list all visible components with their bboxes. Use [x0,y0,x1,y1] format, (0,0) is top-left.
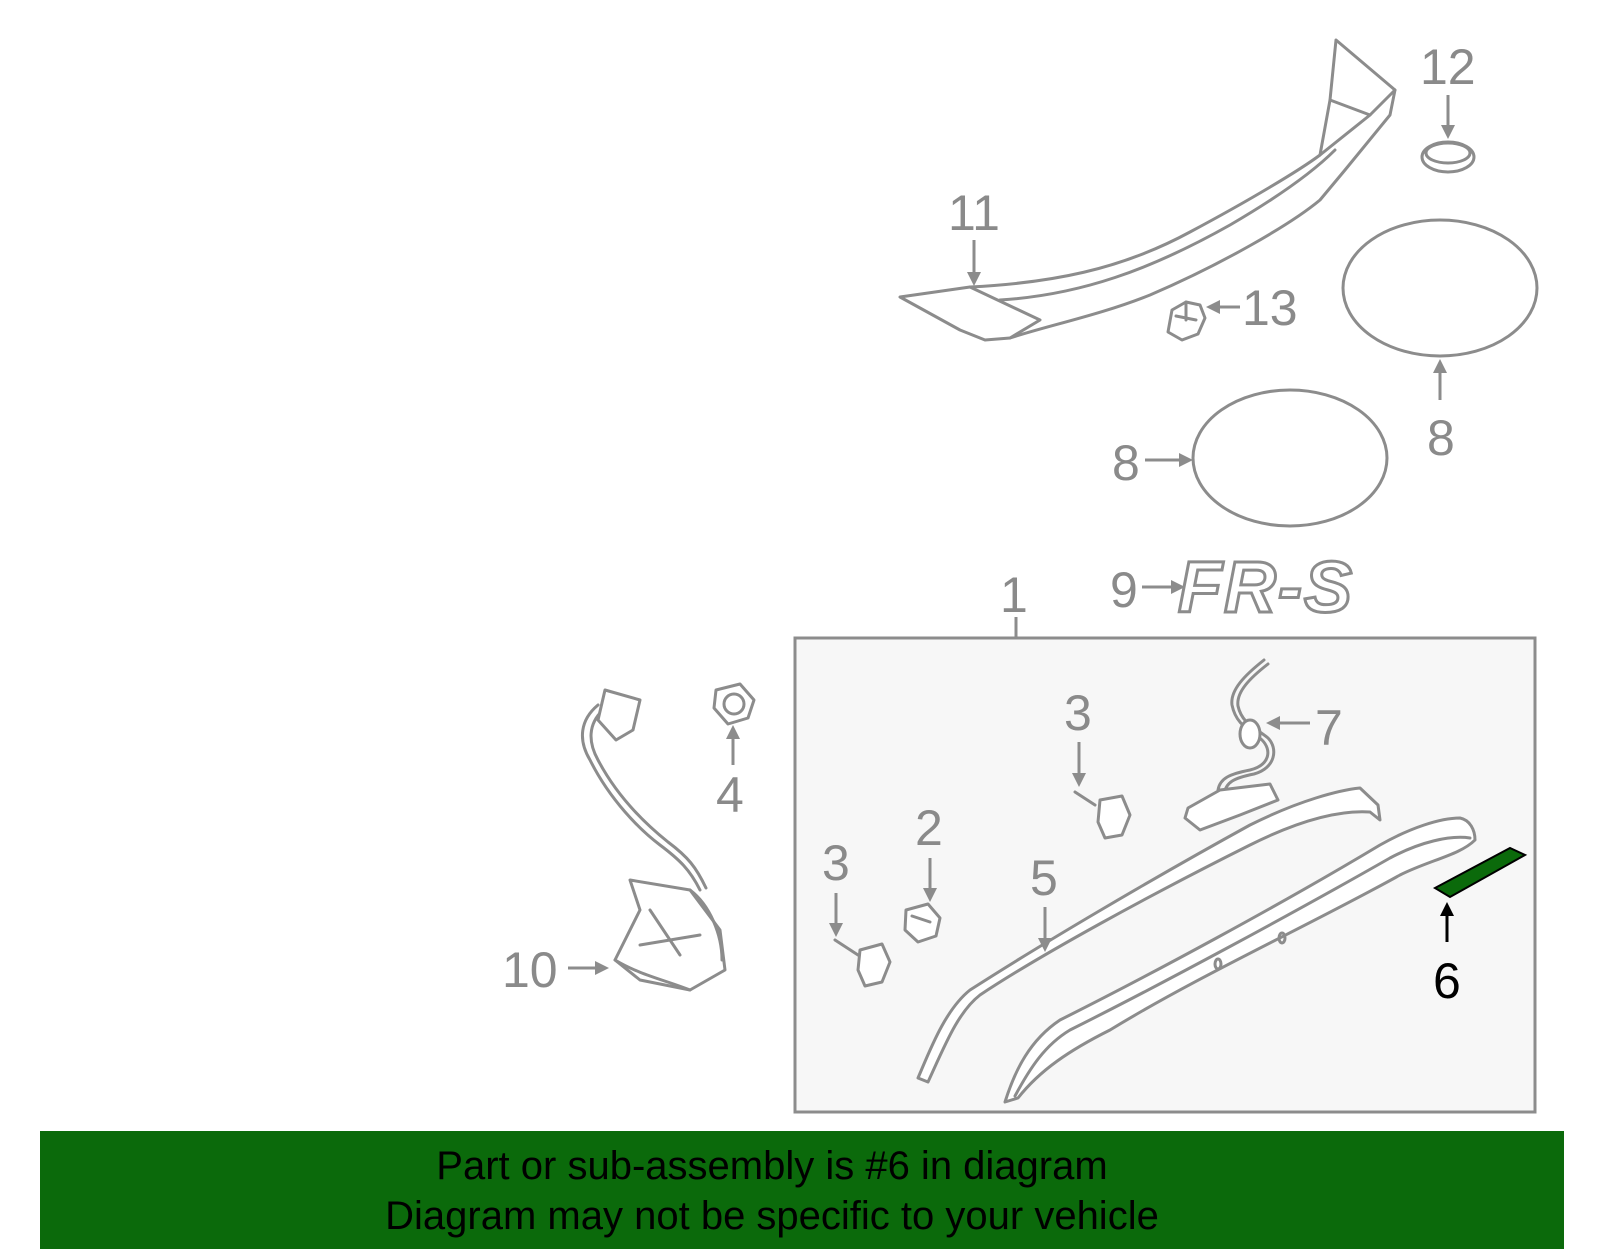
garnish-body[interactable] [1003,816,1477,1104]
grommet-part-12[interactable] [1420,140,1476,174]
arrow-12 [1441,125,1455,139]
callout-5: 5 [1030,850,1058,906]
arrow-7 [1266,716,1280,730]
emblem-part-9[interactable]: FR-S [1177,547,1354,630]
seal-part-8-right[interactable] [1341,218,1539,358]
callout-10: 10 [502,942,558,998]
arrow-13 [1206,300,1220,314]
clip-part-2[interactable] [903,902,942,944]
arrow-10 [595,961,609,975]
arrow-5 [1038,938,1052,952]
arrow-6 [1440,902,1454,916]
screw-part-3-lower[interactable] [833,938,892,988]
garnish-part-5[interactable] [916,786,1382,1084]
callout-9: 9 [1110,562,1138,618]
arrow-8-right [1433,359,1447,373]
callout-13: 13 [1242,280,1298,336]
arrow-8-left [1179,453,1193,467]
lamp-part-10[interactable] [580,688,727,992]
spoiler-part-11[interactable] [898,38,1397,342]
arrow-3-lower [829,923,843,937]
tape-part-6[interactable] [1432,846,1528,899]
callout-12: 12 [1420,39,1476,95]
callout-3-lower: 3 [822,835,850,891]
arrow-9 [1171,580,1185,594]
seal-part-8-left[interactable] [1191,388,1389,528]
info-banner: Part or sub-assembly is #6 in diagram Di… [40,1131,1564,1249]
arrow-11 [967,272,981,286]
callout-6: 6 [1433,953,1461,1009]
callout-2: 2 [915,800,943,856]
callout-7: 7 [1315,700,1343,756]
callout-4: 4 [716,767,744,823]
screw-part-3-upper[interactable] [1073,790,1132,840]
nut-part-4[interactable] [712,682,756,726]
callout-8-right: 8 [1427,410,1455,466]
arrow-2 [923,888,937,902]
license-lamp-part-7[interactable] [1183,658,1280,832]
callout-3-upper: 3 [1064,685,1092,741]
callout-8-left: 8 [1112,435,1140,491]
banner-line-2: Diagram may not be specific to your vehi… [385,1194,1159,1238]
arrow-3-upper [1072,773,1086,787]
callout-1: 1 [1000,567,1028,623]
arrow-4 [726,725,740,739]
callout-11: 11 [948,185,1000,241]
banner-line-1: Part or sub-assembly is #6 in diagram [436,1144,1108,1188]
clip-part-13[interactable] [1166,300,1207,342]
